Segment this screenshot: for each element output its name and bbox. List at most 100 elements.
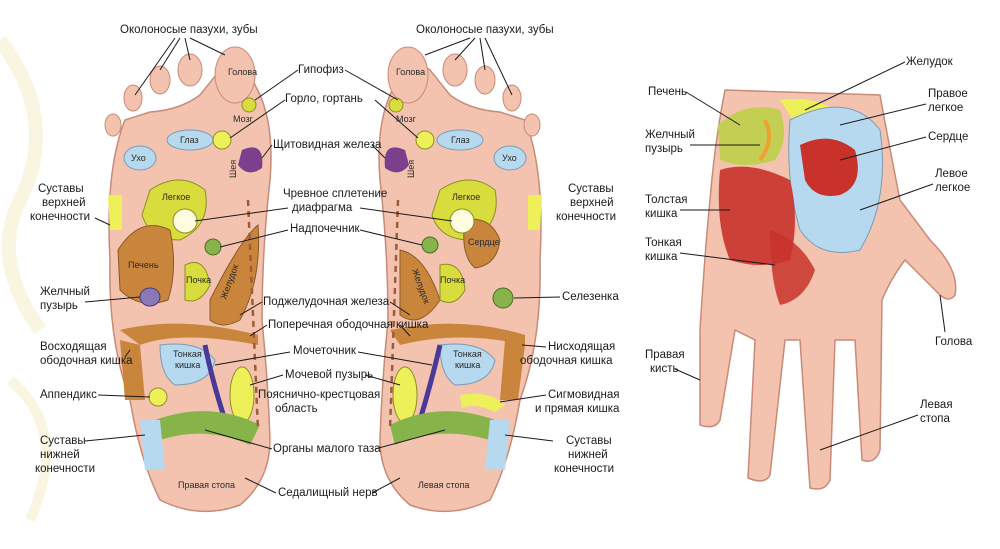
label-descending-colon-2: ободочная кишка [520,355,613,367]
leader-lower-joints-right [84,434,146,442]
leader-adrenal-left [359,229,423,246]
leader-solar-right [194,207,289,222]
leader-descending-colon [521,344,547,348]
left-transverse-colon [390,323,525,345]
right-toe-5 [104,113,122,137]
left-toe-5 [523,113,541,137]
label-ascending-colon-2: ободочная кишка [40,355,133,367]
label-throat: Горло, гортань [285,93,363,105]
left-adrenal-zone [421,236,439,254]
right-small-intestine-label-2: кишка [175,360,200,370]
label-hand-left-lung-1: Левое [935,168,968,180]
label-lower-joints-right-2: нижней [40,449,80,461]
label-transverse-colon: Поперечная ободочная кишка [268,319,429,331]
left-spine-line [388,199,400,431]
labels: Околоносые пазухи, зубы Гипофиз Горло, г… [30,24,973,499]
right-appendix-zone [148,387,168,407]
left-heart-zone [463,218,501,269]
label-upper-joints-left-2: верхней [570,197,614,209]
leader-ureter-right [214,351,291,366]
right-lower-joints-zone [140,420,165,470]
leader-transverse-left [399,324,411,337]
label-lower-joints-right-3: конечности [35,463,95,475]
left-kidney-label: Почка [440,275,465,285]
right-toe-2 [177,53,203,87]
label-appendix: Аппендикс [40,389,97,401]
right-thyroid-zone [238,147,263,173]
left-spleen-zone [492,287,514,309]
label-solar-plexus-1: Чревное сплетение [283,188,387,200]
label-hand-heart: Сердце [928,131,968,143]
left-pituitary-zone [388,97,404,113]
label-descending-colon-1: Нисходящая [548,341,615,353]
label-hand-liver: Печень [648,86,687,98]
left-throat-zone [415,130,435,150]
leader-appendix [97,394,151,398]
right-toe-3 [149,65,171,95]
left-thyroid-zone [384,147,409,173]
label-pancreas: Поджелудочная железа [263,296,390,308]
label-sigmoid-2: и прямая кишка [535,403,620,415]
leader-hand-left-foot [819,414,919,451]
left-eye-zone [436,129,484,151]
label-sigmoid-1: Сигмовидная [548,389,619,401]
label-hand-stomach: Желудок [906,56,954,68]
leader-hand-right [674,368,701,381]
left-bladder-zone [392,366,418,424]
left-ear-label: Ухо [502,153,517,163]
right-bladder-zone [229,366,255,424]
leader-pancreas-left [389,301,411,316]
left-ureter [417,344,443,421]
left-upper-joints-zone [528,195,542,230]
left-big-toe [387,46,429,104]
left-small-intestine-label-2: кишка [455,360,480,370]
right-brain-label: Мозг [233,114,254,124]
leader-sciatic-left [371,477,401,494]
leader-lower-joints-left [504,434,554,442]
label-sciatic-nerve: Седалищный нерв [278,487,378,499]
right-pituitary-zone [241,97,257,113]
label-hand-gall-1: Желчный [645,129,695,141]
label-hand-right-2: кисть [650,363,678,375]
right-adrenal-zone [204,238,222,256]
leader-pituitary-right [254,69,299,101]
label-lower-joints-left-3: конечности [554,463,614,475]
right-small-intestine-zone [159,343,216,386]
label-bladder: Мочевой пузырь [285,369,373,381]
left-lung-label: Легкое [452,192,480,202]
label-lower-joints-right-1: Суставы [40,435,86,447]
left-descending-colon [500,340,525,400]
left-heart-label: Сердце [468,237,500,247]
label-lower-joints-left-2: нижней [568,449,608,461]
hand [699,89,957,490]
leader-thyroid-left [371,144,386,159]
leader-pelvic-right [204,429,273,450]
left-small-intestine-zone [439,343,496,386]
leader-upper-joints-right [94,217,111,226]
right-small-intestine-label-1: Тонкая [173,349,202,359]
label-lumbosacral-1: Пояснично-крестцовая [258,389,380,401]
leader-throat-left [374,99,419,139]
label-hand-large-int-1: Толстая [645,194,688,206]
label-hand-right-1: Правая [645,349,685,361]
label-spleen: Селезенка [562,291,619,303]
leader-hand-heart [839,136,927,161]
label-hand-left-foot-1: Левая [920,399,953,411]
leader-gallbladder [84,296,141,303]
right-ear-zone [123,145,157,171]
left-small-intestine-label-1: Тонкая [453,349,482,359]
leader-ureter-left [357,351,433,366]
left-kidney-zone [439,263,466,303]
leader-ascending-colon [124,349,131,358]
leader-sinuses-left [424,37,513,96]
right-kidney-label: Почка [186,275,211,285]
right-kidney-zone [184,262,211,302]
left-sigmoid-zone [460,393,505,412]
left-toe-2 [442,53,468,87]
label-upper-joints-left-1: Суставы [568,183,614,195]
leader-spleen [513,296,561,299]
right-ureter [202,344,228,421]
left-brain-label: Мозг [396,114,417,124]
label-hand-left-foot-2: стопа [920,413,951,425]
left-head-label: Голова [396,67,425,77]
